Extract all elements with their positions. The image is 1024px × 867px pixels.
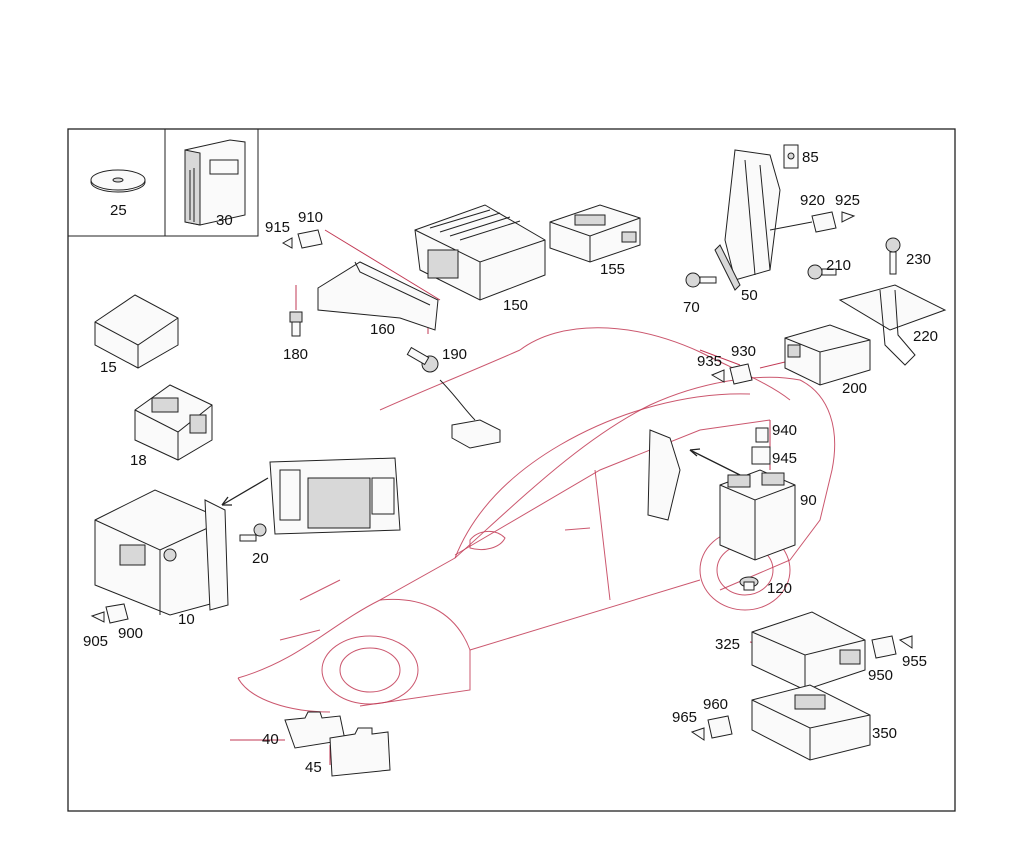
callout-325: 325 xyxy=(715,636,740,653)
callout-230: 230 xyxy=(906,251,931,268)
callout-150: 150 xyxy=(503,297,528,314)
inset-box-30 xyxy=(164,128,259,237)
part-350-module xyxy=(751,684,871,761)
part-930-connector xyxy=(729,363,753,385)
part-945-connector xyxy=(751,446,771,465)
callout-940: 940 xyxy=(772,422,797,439)
part-90-module xyxy=(719,469,796,561)
part-200-module xyxy=(784,324,871,386)
callout-210: 210 xyxy=(826,257,851,274)
part-965-plug xyxy=(690,727,705,741)
callout-965: 965 xyxy=(672,709,697,726)
callout-220: 220 xyxy=(913,328,938,345)
callout-50: 50 xyxy=(741,287,758,304)
vehicle-outline xyxy=(237,327,836,713)
part-190-bolt xyxy=(406,346,439,373)
callout-935: 935 xyxy=(697,353,722,370)
callout-910: 910 xyxy=(298,209,323,226)
callout-920: 920 xyxy=(800,192,825,209)
callout-85: 85 xyxy=(802,149,819,166)
callout-350: 350 xyxy=(872,725,897,742)
callout-955: 955 xyxy=(902,653,927,670)
part-960-connector xyxy=(707,715,733,739)
part-940-plug xyxy=(755,427,769,443)
callout-120: 120 xyxy=(767,580,792,597)
part-module-car-mount xyxy=(451,419,501,449)
callout-945: 945 xyxy=(772,450,797,467)
part-905-plug xyxy=(90,611,105,623)
part-head-unit-faceplate xyxy=(269,457,401,535)
part-325-module xyxy=(751,611,866,691)
part-920-connector xyxy=(811,211,837,233)
part-910-connector xyxy=(297,229,323,249)
part-210-bolt xyxy=(807,264,837,280)
callout-900: 900 xyxy=(118,625,143,642)
part-160-bracket xyxy=(317,261,439,331)
callout-180: 180 xyxy=(283,346,308,363)
part-180-screw xyxy=(289,311,303,337)
part-150-amplifier xyxy=(414,204,546,301)
part-900-connector xyxy=(105,603,129,624)
callout-20: 20 xyxy=(252,550,269,567)
callout-10: 10 xyxy=(178,611,195,628)
callout-30: 30 xyxy=(216,212,233,229)
callout-45: 45 xyxy=(305,759,322,776)
callout-925: 925 xyxy=(835,192,860,209)
callout-15: 15 xyxy=(100,359,117,376)
callout-200: 200 xyxy=(842,380,867,397)
part-20-screw xyxy=(239,523,267,542)
part-15-module xyxy=(94,294,179,369)
callout-950: 950 xyxy=(868,667,893,684)
part-915-plug xyxy=(281,237,293,249)
part-85-clip xyxy=(783,144,799,169)
callout-25: 25 xyxy=(110,202,127,219)
part-45-pad xyxy=(329,727,391,777)
callout-930: 930 xyxy=(731,343,756,360)
part-220-bracket xyxy=(838,284,947,366)
part-50-changer xyxy=(714,149,781,291)
part-925-plug xyxy=(841,211,856,223)
callout-160: 160 xyxy=(370,321,395,338)
part-25-cd xyxy=(90,169,146,193)
part-70-bolt xyxy=(685,272,717,288)
callout-155: 155 xyxy=(600,261,625,278)
part-950-connector xyxy=(871,635,897,659)
part-18-module xyxy=(134,384,213,461)
diagram-frame xyxy=(67,128,956,812)
callout-905: 905 xyxy=(83,633,108,650)
part-955-plug xyxy=(898,635,913,649)
callout-190: 190 xyxy=(442,346,467,363)
part-10-head-unit xyxy=(94,489,229,616)
callout-40: 40 xyxy=(262,731,279,748)
part-155-module xyxy=(549,204,641,263)
part-230-screw xyxy=(885,237,901,275)
callout-18: 18 xyxy=(130,452,147,469)
callout-70: 70 xyxy=(683,299,700,316)
callout-915: 915 xyxy=(265,219,290,236)
callout-960: 960 xyxy=(703,696,728,713)
callout-90: 90 xyxy=(800,492,817,509)
part-30-manual xyxy=(184,139,246,226)
part-120-grommet xyxy=(739,576,759,591)
part-935-plug xyxy=(710,369,725,383)
part-bracket-90 xyxy=(647,429,681,521)
